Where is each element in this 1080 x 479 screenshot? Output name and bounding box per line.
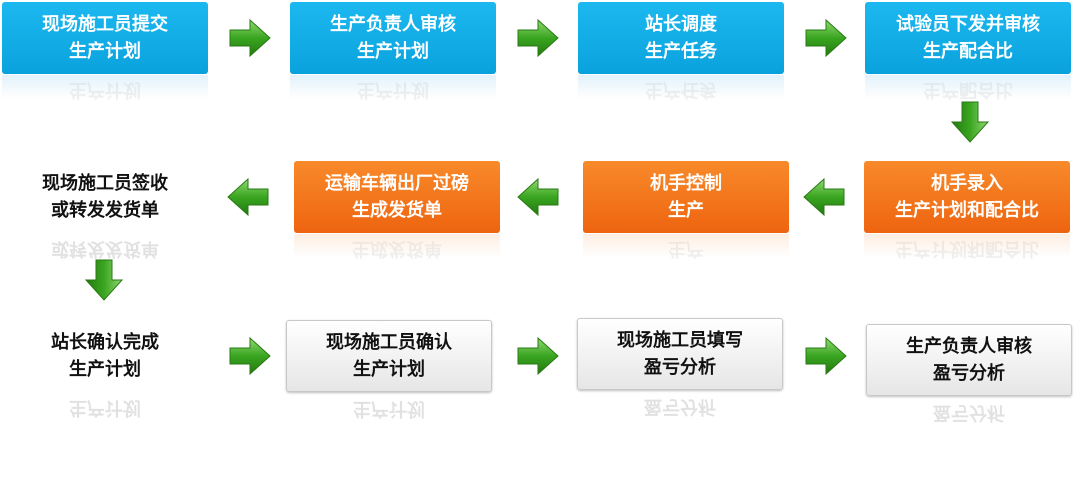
node-reflection: 生产任务 [645, 79, 717, 100]
node-line2: 或转发发货单 [51, 200, 159, 221]
node-line1: 站长确认完成 [51, 332, 159, 353]
node-line2: 生产配合比 [923, 41, 1013, 62]
step-10-node: 现场施工员确认生产计划生产计划 [286, 320, 492, 419]
step-4-node: 试验员下发并审核生产配合比生产配合比 [865, 2, 1071, 100]
node-line1: 生产负责人审核 [330, 14, 456, 35]
node-reflection: 生产计划 [69, 79, 141, 100]
node-reflection: 盈亏分析 [644, 396, 716, 417]
node-line2: 生产 [668, 200, 704, 221]
node-line1: 现场施工员签收 [42, 173, 168, 194]
step-6-node: 机手控制生产生产 [583, 161, 789, 259]
node-reflection: 生产计划 [69, 397, 141, 418]
arrow-right-icon [516, 336, 560, 376]
node-line2: 盈亏分析 [644, 357, 716, 378]
node-line2: 生产任务 [645, 41, 717, 62]
node-line2: 生成发货单 [352, 200, 442, 221]
step-9-node: 站长确认完成生产计划生产计划 [2, 320, 208, 418]
step-8-node: 现场施工员签收或转发发货单或转发发货单 [2, 161, 208, 259]
arrow-down-icon [950, 100, 990, 144]
node-line2: 生产计划和配合比 [895, 200, 1039, 221]
step-3-node: 站长调度生产任务生产任务 [578, 2, 784, 100]
step-11-node: 现场施工员填写盈亏分析盈亏分析 [577, 318, 783, 417]
node-line2: 生产计划 [353, 359, 425, 380]
arrow-left-icon [226, 177, 270, 217]
arrow-left-icon [802, 177, 846, 217]
arrow-right-icon [228, 336, 272, 376]
node-line1: 机手控制 [650, 173, 722, 194]
node-reflection: 生产 [668, 238, 704, 259]
node-line1: 现场施工员提交 [42, 14, 168, 35]
node-line1: 现场施工员填写 [617, 330, 743, 351]
node-line1: 运输车辆出厂过磅 [325, 173, 469, 194]
node-reflection: 生成发货单 [352, 238, 442, 259]
node-line1: 机手录入 [931, 173, 1003, 194]
node-line1: 现场施工员确认 [326, 332, 452, 353]
step-2-node: 生产负责人审核生产计划生产计划 [290, 2, 496, 100]
step-1-node: 现场施工员提交生产计划生产计划 [2, 2, 208, 100]
arrow-right-icon [804, 336, 848, 376]
arrow-down-icon [84, 258, 124, 302]
node-line1: 站长调度 [645, 14, 717, 35]
node-line2: 生产计划 [69, 359, 141, 380]
node-line2: 生产计划 [69, 41, 141, 62]
node-line1: 生产负责人审核 [906, 336, 1032, 357]
node-reflection: 盈亏分析 [933, 402, 1005, 423]
node-reflection: 生产配合比 [923, 79, 1013, 100]
node-line2: 生产计划 [357, 41, 429, 62]
node-reflection: 生产计划 [357, 79, 429, 100]
step-7-node: 运输车辆出厂过磅生成发货单生成发货单 [294, 161, 500, 259]
arrow-right-icon [804, 18, 848, 58]
node-line1: 试验员下发并审核 [896, 14, 1040, 35]
step-5-node: 机手录入生产计划和配合比生产计划和配合比 [864, 161, 1070, 259]
arrow-right-icon [516, 18, 560, 58]
step-12-node: 生产负责人审核盈亏分析盈亏分析 [866, 324, 1072, 423]
node-reflection: 生产计划 [353, 398, 425, 419]
node-line2: 盈亏分析 [933, 363, 1005, 384]
arrow-left-icon [516, 177, 560, 217]
node-reflection: 生产计划和配合比 [895, 238, 1039, 259]
arrow-right-icon [228, 18, 272, 58]
